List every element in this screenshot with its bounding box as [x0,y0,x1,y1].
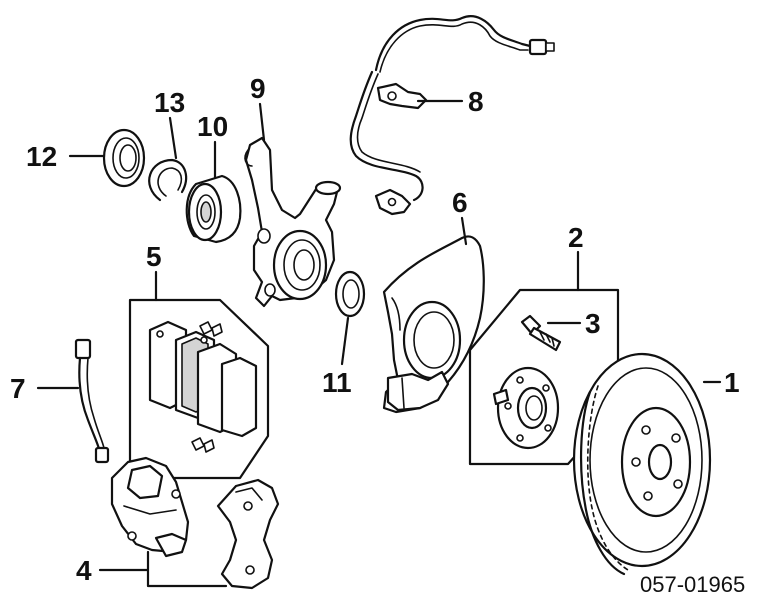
leader-4 [98,550,228,588]
callout-9: 9 [250,73,266,104]
callout-10: 10 [197,111,228,142]
callout-11: 11 [322,367,352,398]
callout-2: 2 [568,222,584,253]
callout-6: 6 [452,187,468,218]
callout-13: 13 [154,87,185,118]
oil-seal-part-12 [102,128,146,188]
dust-shield-part-6 [382,235,485,414]
callout-7: 7 [10,373,26,404]
abs-sensor-part-8 [349,15,555,216]
snap-ring-part-13 [148,158,188,202]
caliper-bracket [216,478,280,590]
brake-hose-part-7 [74,338,110,464]
diagram-code: 057-01965 [640,572,745,597]
leader-11 [340,316,350,366]
callout-1: 1 [724,367,740,398]
leader-6 [460,216,468,246]
callout-12: 12 [26,141,57,172]
dust-seal-part-11 [334,270,366,318]
callout-3: 3 [585,308,601,339]
leader-lines [36,99,722,588]
wheel-hub [492,366,560,450]
wheel-bearing-part-10 [185,174,242,244]
callout-4: 4 [76,555,92,586]
steering-knuckle-part-9 [244,136,342,308]
brake-pads-set [148,320,258,453]
hub-bolt-part-3 [520,314,562,352]
brake-disc-part-1 [572,352,712,576]
leader-9 [258,102,266,142]
leader-13 [168,116,178,160]
callout-8: 8 [468,86,484,117]
brake-caliper-part-4 [110,456,190,558]
callout-5: 5 [146,241,162,272]
